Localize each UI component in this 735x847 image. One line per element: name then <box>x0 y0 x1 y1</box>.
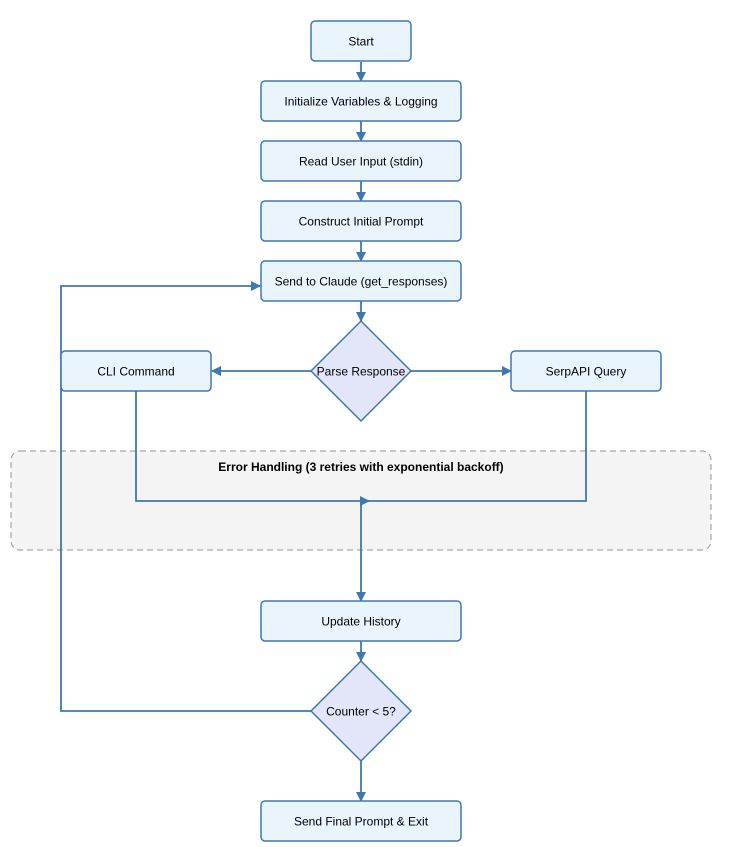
node-final-exit-label: Send Final Prompt & Exit <box>294 815 429 829</box>
node-start-box <box>310 20 412 62</box>
edge-cli-command-to-merge <box>135 391 370 506</box>
node-construct-prompt: Construct Initial Prompt <box>260 200 462 242</box>
node-construct-prompt-label: Construct Initial Prompt <box>299 215 424 229</box>
node-cli-command-box <box>60 350 212 392</box>
decision-parse-response-shape <box>309 319 413 423</box>
node-init-label: Initialize Variables & Logging <box>284 95 437 109</box>
node-serpapi-query-box <box>510 350 662 392</box>
node-cli-command: CLI Command <box>60 350 212 392</box>
edge-counter-loop-to-send-claude <box>60 281 311 712</box>
edges <box>60 62 587 802</box>
decision-counter-check: Counter < 5? <box>309 659 413 763</box>
node-cli-command-label: CLI Command <box>97 365 174 379</box>
node-update-history-box <box>260 600 462 642</box>
node-send-claude-label: Send to Claude (get_responses) <box>275 275 448 289</box>
node-read-input-box <box>260 140 462 182</box>
node-final-exit-box <box>260 800 462 842</box>
error-handling-group-label: Error Handling (3 retries with exponenti… <box>218 460 503 474</box>
node-construct-prompt-box <box>260 200 462 242</box>
edge-serpapi-query-to-merge <box>361 391 587 502</box>
decision-counter-check-label: Counter < 5? <box>326 705 396 719</box>
node-read-input: Read User Input (stdin) <box>260 140 462 182</box>
node-send-claude-box <box>260 260 462 302</box>
node-start: Start <box>310 20 412 62</box>
node-update-history: Update History <box>260 600 462 642</box>
node-read-input-label: Read User Input (stdin) <box>299 155 423 169</box>
decision-parse-response: Parse Response <box>309 319 413 423</box>
node-serpapi-query-label: SerpAPI Query <box>546 365 627 379</box>
node-init-box <box>260 80 462 122</box>
decision-counter-check-shape <box>309 659 413 763</box>
node-final-exit: Send Final Prompt & Exit <box>260 800 462 842</box>
node-start-label: Start <box>348 35 374 49</box>
node-update-history-label: Update History <box>321 615 400 629</box>
decision-parse-response-label: Parse Response <box>317 365 406 379</box>
node-init: Initialize Variables & Logging <box>260 80 462 122</box>
node-serpapi-query: SerpAPI Query <box>510 350 662 392</box>
node-send-claude: Send to Claude (get_responses) <box>260 260 462 302</box>
